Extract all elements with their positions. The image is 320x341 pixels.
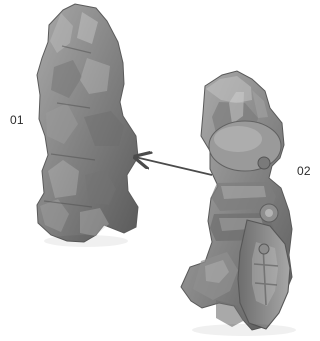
left-rough-model bbox=[37, 4, 138, 242]
left-label: 01 bbox=[10, 113, 24, 127]
right-refined-model bbox=[181, 71, 292, 330]
right-label: 02 bbox=[297, 164, 311, 178]
reference-arrow bbox=[135, 157, 212, 175]
